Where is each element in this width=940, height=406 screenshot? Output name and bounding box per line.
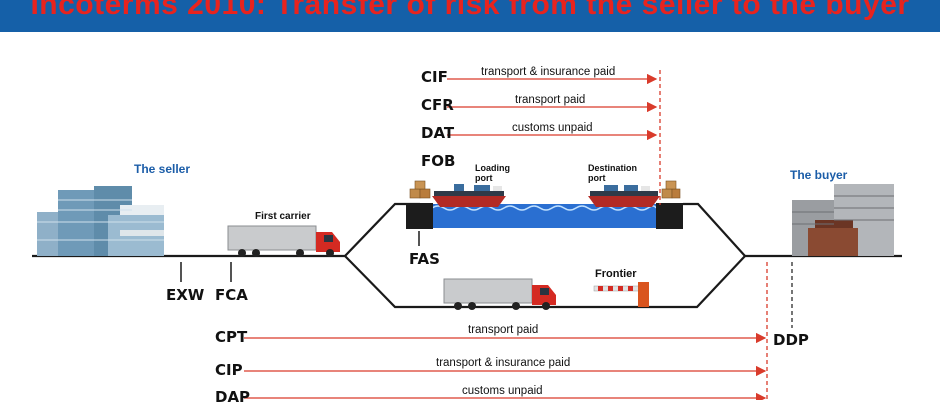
term-exw: EXW: [166, 286, 205, 304]
term-ddp: DDP: [773, 331, 809, 349]
dap-arrow-text: customs unpaid: [462, 385, 543, 397]
cip-arrow-text: transport & insurance paid: [436, 357, 571, 369]
term-dat: DAT: [421, 124, 455, 142]
term-fca: FCA: [215, 286, 248, 304]
frontier-label: Frontier: [595, 268, 637, 280]
term-fas: FAS: [409, 250, 440, 268]
term-dap: DAP: [215, 388, 251, 406]
destination-dock: [656, 203, 683, 229]
tick-markers: [180, 231, 420, 282]
cpt-arrow-text: transport paid: [468, 324, 539, 336]
loading-dock: [406, 203, 433, 229]
buyer-label: The buyer: [790, 168, 848, 182]
cargo-boxes: [409, 180, 681, 199]
ship-loading: [432, 184, 506, 207]
term-cpt: CPT: [215, 328, 248, 346]
truck-land-route: [443, 278, 556, 310]
ship-destination: [588, 185, 660, 207]
sea-arrows: [447, 70, 661, 205]
term-cfr: CFR: [421, 96, 454, 114]
loading-port-label: Loading port: [475, 163, 510, 183]
term-fob: FOB: [421, 152, 456, 170]
sea-leg: [406, 203, 683, 229]
first-carrier-label: First carrier: [255, 211, 311, 222]
page-title: Incoterms 2010: Transfer of risk from th…: [30, 0, 910, 21]
term-cip: CIP: [215, 361, 243, 379]
cfr-arrow-text: transport paid: [515, 94, 586, 106]
destination-port-label: Destination port: [588, 163, 638, 183]
term-cif: CIF: [421, 68, 448, 86]
truck-first-carrier: [227, 225, 340, 257]
frontier-barrier: [593, 282, 649, 307]
buyer-building: [792, 184, 894, 256]
seller-building: [37, 186, 164, 256]
dat-arrow-text: customs unpaid: [512, 122, 593, 134]
title-banner: Incoterms 2010: Transfer of risk from th…: [0, 0, 940, 32]
cif-arrow-text: transport & insurance paid: [481, 66, 616, 78]
seller-label: The seller: [134, 162, 191, 176]
land-arrows: [244, 262, 768, 400]
